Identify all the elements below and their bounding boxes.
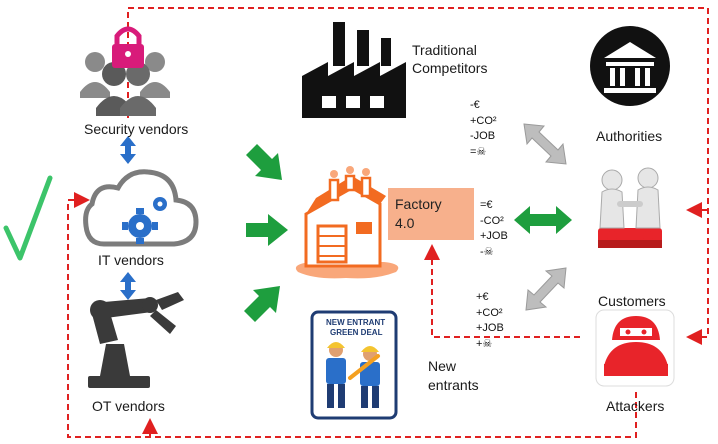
new-entrant-sign-line1: NEW ENTRANT	[326, 318, 386, 327]
traditional-competitors-label-line1: Traditional	[412, 42, 477, 58]
ot-vendors-label: OT vendors	[92, 398, 165, 414]
attackers-impact-co2: +CO²	[476, 306, 503, 319]
green-arrow-middle	[246, 214, 288, 246]
checkmark-icon	[3, 175, 53, 261]
authorities-impact-list: -€ +CO² -JOB =☠	[470, 98, 497, 160]
attackers-impact-risk: +☠	[476, 337, 493, 350]
customers-gray-arrow	[525, 267, 567, 311]
authorities-impact-risk: =☠	[470, 145, 487, 158]
bank-icon	[590, 26, 670, 106]
security-it-arrow	[120, 136, 136, 164]
attackers-impact-job: +JOB	[476, 322, 504, 334]
hacker-icon	[595, 309, 675, 387]
handshake-icon	[598, 167, 662, 248]
new-entrant-sign-line2: GREEN DEAL	[330, 328, 383, 337]
authorities-impact-job: -JOB	[470, 130, 496, 142]
customers-impact-risk: -☠	[480, 245, 494, 258]
robot-arm-icon	[88, 292, 184, 388]
green-double-arrow	[514, 206, 572, 234]
cloud-gears-icon	[83, 169, 199, 247]
green-arrows	[244, 144, 572, 322]
bottom-loop-path	[67, 192, 637, 438]
authorities-gray-arrow	[523, 123, 567, 165]
padlock-people-icon	[80, 26, 170, 116]
customers-impact-list: =€ -CO² +JOB -☠	[480, 198, 508, 260]
blue-double-arrows	[120, 136, 136, 300]
green-arrow-lower	[244, 286, 280, 322]
factory-label-line2: 4.0	[395, 215, 415, 231]
customers-label: Customers	[598, 293, 666, 309]
customers-impact-co2: -CO²	[480, 214, 504, 227]
it-ot-arrow	[120, 272, 136, 300]
attackers-impact-euro: +€	[476, 291, 489, 303]
authorities-impact-euro: -€	[470, 99, 480, 111]
customers-impact-euro: =€	[480, 199, 493, 211]
new-entrants-label-line2: entrants	[428, 377, 479, 393]
workers-icon	[310, 310, 398, 420]
attackers-label: Attackers	[606, 398, 665, 414]
factory-orange-icon	[295, 166, 399, 279]
attackers-impact-list: +€ +CO² +JOB +☠	[476, 290, 504, 352]
authorities-impact-co2: +CO²	[470, 114, 497, 127]
factory-4-0-box: Factory 4.0	[388, 188, 474, 240]
authorities-label: Authorities	[596, 128, 663, 144]
gray-double-arrows	[523, 123, 567, 311]
customers-impact-job: +JOB	[480, 230, 508, 242]
it-vendors-label: IT vendors	[98, 252, 164, 268]
security-vendors-label: Security vendors	[84, 121, 189, 137]
factory-silhouette-icon	[302, 22, 406, 118]
factory-label-line1: Factory	[395, 196, 442, 212]
attackers-factory-path	[424, 244, 580, 338]
traditional-competitors-label-line2: Competitors	[412, 60, 488, 76]
new-entrants-label-line1: New	[428, 358, 457, 374]
green-arrow-upper	[246, 144, 282, 180]
